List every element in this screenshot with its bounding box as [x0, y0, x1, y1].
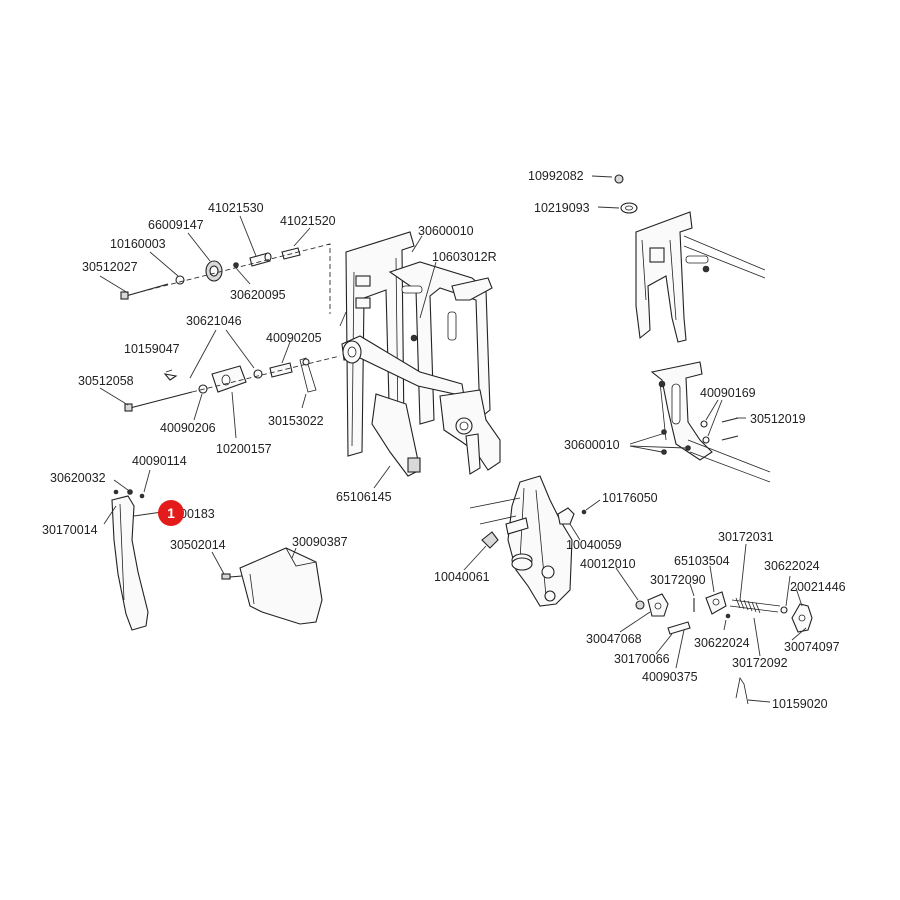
label-30172092: 30172092	[732, 656, 788, 670]
leader-30621046-b	[225, 329, 255, 369]
leader-00183	[133, 511, 163, 517]
bolt-30512058	[99, 387, 193, 412]
label-30621046: 30621046	[186, 314, 242, 328]
label-40012010: 40012010	[580, 557, 636, 571]
callout-badge[interactable]: 1	[158, 500, 184, 526]
arm-30170014	[103, 489, 149, 631]
label-41021520: 41021520	[280, 214, 336, 228]
label-65106145: 65106145	[336, 490, 392, 504]
label-10176050: 10176050	[602, 491, 658, 505]
bolt-30512027	[99, 275, 169, 300]
callout-badge-circle	[158, 500, 184, 526]
bushing-41021530	[239, 215, 272, 267]
label-65103504: 65103504	[674, 554, 730, 568]
leader-30600010-top	[411, 235, 423, 253]
screw-30620032	[113, 479, 133, 495]
clip-10040059	[557, 507, 581, 541]
main-frame	[341, 231, 501, 489]
bracket-30047068	[619, 593, 669, 633]
label-40090205: 40090205	[266, 331, 322, 345]
label-30172090: 30172090	[650, 573, 706, 587]
spring-30172092	[735, 597, 761, 657]
label-30620032: 30620032	[50, 471, 106, 485]
washer-30622024-b	[723, 613, 731, 631]
label-30153022: 30153022	[268, 414, 324, 428]
label-30620095: 30620095	[230, 288, 286, 302]
label-00183: 00183	[180, 507, 215, 521]
label-40090375: 40090375	[642, 670, 698, 684]
label-30512027: 30512027	[82, 260, 138, 274]
leader-30621046-a	[189, 329, 217, 379]
screws-30600010-right	[629, 429, 691, 455]
pin-10159047	[163, 369, 178, 381]
assembly-axis-upper	[139, 243, 331, 314]
pin-30172090	[689, 583, 695, 612]
label-10160003: 10160003	[110, 237, 166, 251]
spring-30153022	[299, 357, 317, 409]
label-66009147: 66009147	[148, 218, 204, 232]
washer-10219093	[597, 202, 638, 214]
screw-30502014	[211, 551, 243, 580]
label-10040061: 10040061	[434, 570, 490, 584]
roller-66009147	[187, 232, 223, 282]
label-30170014: 30170014	[42, 523, 98, 537]
label-30512058: 30512058	[78, 374, 134, 388]
bolt-30512019	[721, 417, 746, 441]
label-41021530: 41021530	[208, 201, 264, 215]
washer-40090114	[139, 469, 151, 499]
spacer-10160003	[149, 251, 185, 285]
label-10159020: 10159020	[772, 697, 828, 711]
leader-frame-pin	[339, 311, 347, 327]
nut-10992082	[591, 174, 624, 184]
label-30074097: 30074097	[784, 640, 840, 654]
pin-30170066	[655, 621, 691, 655]
label-30600010-right: 30600010	[564, 438, 620, 452]
callout-badge-number: 1	[167, 505, 175, 521]
sleeve-40090205	[269, 341, 293, 378]
washer-30620095	[233, 262, 251, 285]
label-10040059: 10040059	[566, 538, 622, 552]
pin-40090375	[675, 629, 685, 669]
label-30502014: 30502014	[170, 538, 226, 552]
label-30512019: 30512019	[750, 412, 806, 426]
screw-10176050	[581, 499, 601, 515]
label-30090387: 30090387	[292, 535, 348, 549]
label-10159047: 10159047	[124, 342, 180, 356]
knob-20021446	[791, 587, 813, 633]
spring-clip-10159020	[735, 676, 771, 705]
bracket-30600010-right	[650, 361, 771, 483]
label-30047068: 30047068	[586, 632, 642, 646]
assembly-axis-middle	[191, 355, 341, 393]
label-30170066: 30170066	[614, 652, 670, 666]
clip-10040061	[463, 531, 499, 571]
label-30622024-a: 30622024	[764, 559, 820, 573]
label-10200157: 10200157	[216, 442, 272, 456]
label-10603012R: 10603012R	[432, 250, 497, 264]
bracket-lower-center	[469, 475, 573, 607]
label-10219093: 10219093	[534, 201, 590, 215]
clamp-block-10200157	[211, 365, 247, 439]
label-40090169: 40090169	[700, 386, 756, 400]
label-40090206: 40090206	[160, 421, 216, 435]
label-20021446: 20021446	[790, 580, 846, 594]
frame-detail-upper-right	[635, 211, 766, 343]
washer-30622024-a	[780, 575, 791, 614]
leader-10603012R	[419, 261, 437, 319]
knob-30074097	[791, 627, 807, 641]
washer-40090169	[700, 399, 723, 444]
block-65103504	[705, 565, 727, 615]
label-40090114: 40090114	[132, 454, 187, 468]
nut-40012010	[615, 567, 645, 610]
label-30172031: 30172031	[718, 530, 774, 544]
cover-30090387	[239, 547, 323, 625]
label-30622024-b: 30622024	[694, 636, 750, 650]
label-30600010-top: 30600010	[418, 224, 474, 238]
bushing-41021520	[281, 227, 311, 260]
label-10992082: 10992082	[528, 169, 584, 183]
